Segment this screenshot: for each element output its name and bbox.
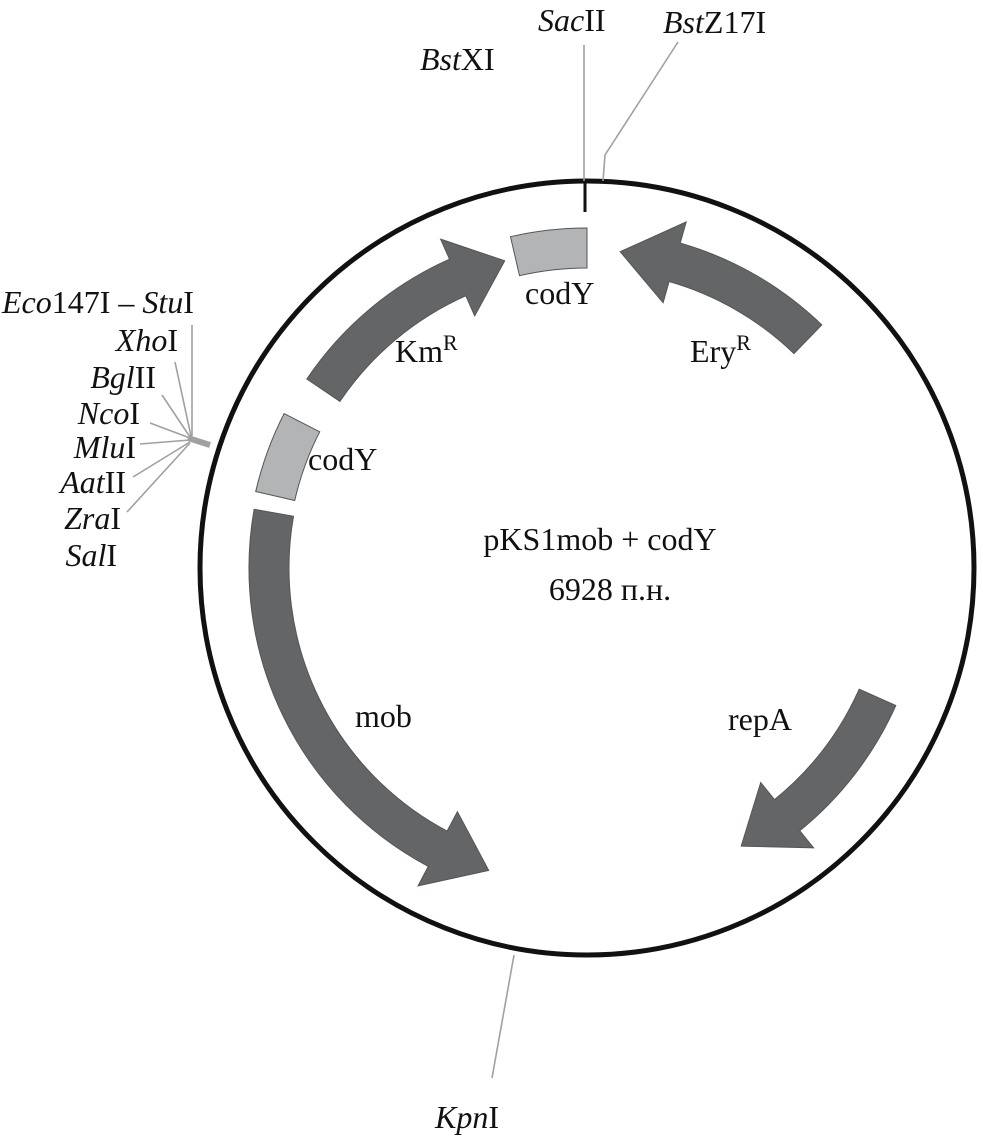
kmR-arrow [306, 238, 506, 403]
kpnI-leader [491, 954, 515, 1079]
ncoI-label: NcoI [77, 395, 140, 431]
kpnI-label: KpnI [434, 1099, 499, 1135]
codY-top-label: codY [525, 275, 594, 311]
codY-left-label: codY [308, 441, 377, 477]
repA-label: repA [728, 701, 792, 737]
bstXI-label: BstXI [420, 41, 495, 77]
zraI-leader [126, 442, 191, 513]
kmR-label: KmR [395, 330, 458, 369]
leader-lines [126, 41, 679, 1079]
cluster-ring-stub [187, 435, 211, 448]
repA-arrow [740, 688, 897, 849]
aatII-label: AatII [58, 464, 126, 500]
xhoI-leader [174, 361, 192, 437]
zraI-label: ZraI [64, 500, 121, 536]
codY-left-box [255, 412, 321, 502]
mluI-label: MluI [73, 429, 136, 465]
ncoI-leader [149, 422, 191, 439]
eryR-arrow [619, 221, 823, 355]
xhoI-label: XhoI [114, 322, 178, 358]
codY-top-box [509, 227, 588, 277]
salI-label: SalI [65, 537, 117, 573]
eryR-label: EryR [690, 330, 751, 369]
aatII-leader [132, 441, 191, 478]
mluI-leader [139, 439, 191, 445]
bstZ17I-leader [602, 41, 679, 182]
plasmid-backbone-ring [197, 178, 977, 958]
plasmid-size: 6928 п.н. [549, 571, 671, 607]
eco147I-stuI-label: Eco147I – StuI [1, 284, 194, 320]
mob-label: mob [355, 698, 412, 734]
bstZ17I-label: BstZ17I [663, 4, 766, 40]
sacII-label: SacII [538, 2, 606, 38]
mob-arrow [248, 508, 490, 887]
bglII-leader [161, 394, 191, 438]
plasmid-name: pKS1mob + codY [483, 521, 716, 557]
bglII-label: BglII [90, 359, 156, 395]
